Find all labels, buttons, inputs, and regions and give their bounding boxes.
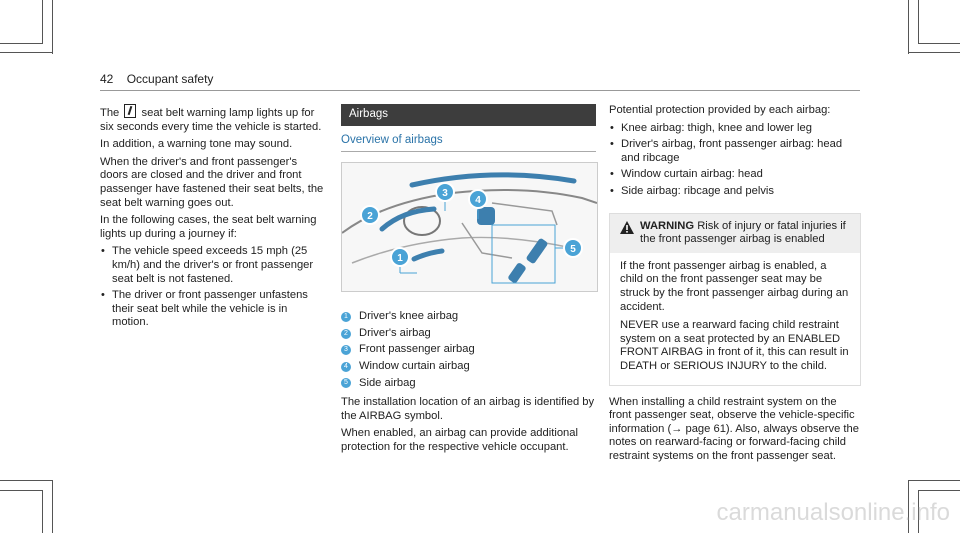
- callout-bubble: 1: [341, 311, 351, 322]
- seatbelt-lamp-paragraph: The seat belt warning lamp lights up for…: [100, 104, 325, 134]
- svg-text:5: 5: [570, 244, 576, 255]
- callout-bubble: 5: [341, 378, 351, 389]
- svg-text:3: 3: [442, 188, 448, 199]
- paragraph: The installation location of an airbag i…: [341, 396, 595, 422]
- crop-mark: [908, 0, 909, 54]
- car-interior-drawing: 1 2 3 4 5: [342, 172, 597, 284]
- crop-mark: [918, 0, 919, 44]
- list-item: The vehicle speed exceeds 15 mph (25 km/…: [100, 245, 325, 286]
- crop-mark: [0, 480, 52, 481]
- callout-2: 2: [360, 205, 380, 226]
- callout-5: 5: [563, 238, 583, 259]
- list-item: Window curtain airbag: head: [609, 168, 861, 182]
- airbag-overview-illustration: 1 2 3 4 5: [341, 162, 598, 293]
- crop-mark: [0, 490, 42, 491]
- paragraph: NEVER use a rearward facing child restra…: [620, 319, 849, 372]
- crop-mark: [52, 480, 53, 533]
- subheading: Overview of airbags: [341, 133, 443, 146]
- warning-title: WARNING Risk of injury or fatal injuries…: [640, 219, 846, 246]
- svg-text:4: 4: [475, 195, 481, 206]
- crop-mark: [0, 43, 42, 44]
- warning-body: If the front passenger airbag is enabled…: [610, 253, 860, 385]
- crop-mark: [918, 43, 960, 44]
- crop-mark: [42, 490, 43, 533]
- warning-header: WARNING Risk of injury or fatal injuries…: [610, 213, 860, 253]
- paragraph: Potential protection provided by each ai…: [609, 104, 831, 116]
- warning-box: WARNING Risk of injury or fatal injuries…: [609, 212, 861, 386]
- middle-column: Airbags Overview of airbags: [341, 104, 598, 459]
- warning-triangle-icon: [620, 220, 640, 239]
- warning-label: WARNING: [640, 219, 695, 232]
- crop-mark: [908, 480, 909, 533]
- callout-4: 4: [468, 189, 488, 210]
- list-item: Side airbag: ribcage and pelvis: [609, 185, 861, 199]
- callout-bubble: 4: [341, 361, 351, 372]
- seatbelt-warning-icon: [124, 104, 137, 118]
- section-title: Occupant safety: [126, 72, 214, 86]
- page-header: 42 Occupant safety: [100, 72, 213, 86]
- crop-mark: [918, 490, 960, 491]
- paragraph: When enabled, an airbag can provide addi…: [341, 427, 578, 453]
- list-item: Knee airbag: thigh, knee and lower leg: [609, 122, 861, 136]
- list-item: Driver's airbag, front passenger airbag:…: [609, 138, 861, 165]
- callout-1: 1: [390, 247, 410, 268]
- crop-mark: [42, 0, 43, 44]
- callout-bubble: 2: [341, 328, 351, 339]
- svg-text:1: 1: [397, 253, 403, 264]
- crop-mark: [908, 480, 960, 481]
- page-number: 42: [100, 72, 114, 86]
- crop-mark: [52, 0, 53, 54]
- crop-mark: [918, 490, 919, 533]
- crop-mark: [0, 52, 52, 53]
- subheading-rule: [341, 151, 596, 153]
- crop-mark: [908, 52, 960, 53]
- header-rule: [100, 90, 860, 91]
- callout-bubble: 3: [341, 345, 351, 356]
- paragraph: When installing a child restraint system…: [609, 395, 859, 462]
- bullet-list: Knee airbag: thigh, knee and lower leg D…: [609, 122, 861, 199]
- paragraph: When the driver's and front passenger's …: [100, 155, 324, 209]
- left-column: The seat belt warning lamp lights up for…: [100, 104, 325, 334]
- right-column: Potential protection provided by each ai…: [609, 104, 861, 467]
- bullet-list: The vehicle speed exceeds 15 mph (25 km/…: [100, 245, 325, 330]
- watermark: carmanualsonline.info: [716, 499, 950, 526]
- paragraph: In the following cases, the seat belt wa…: [100, 214, 317, 240]
- svg-text:2: 2: [367, 211, 373, 222]
- paragraph: If the front passenger airbag is enabled…: [620, 259, 849, 313]
- callout-3: 3: [435, 182, 455, 203]
- list-item: The driver or front passenger unfastens …: [100, 289, 325, 330]
- section-heading: Airbags: [341, 104, 596, 126]
- paragraph: In addition, a warning tone may sound.: [100, 138, 293, 151]
